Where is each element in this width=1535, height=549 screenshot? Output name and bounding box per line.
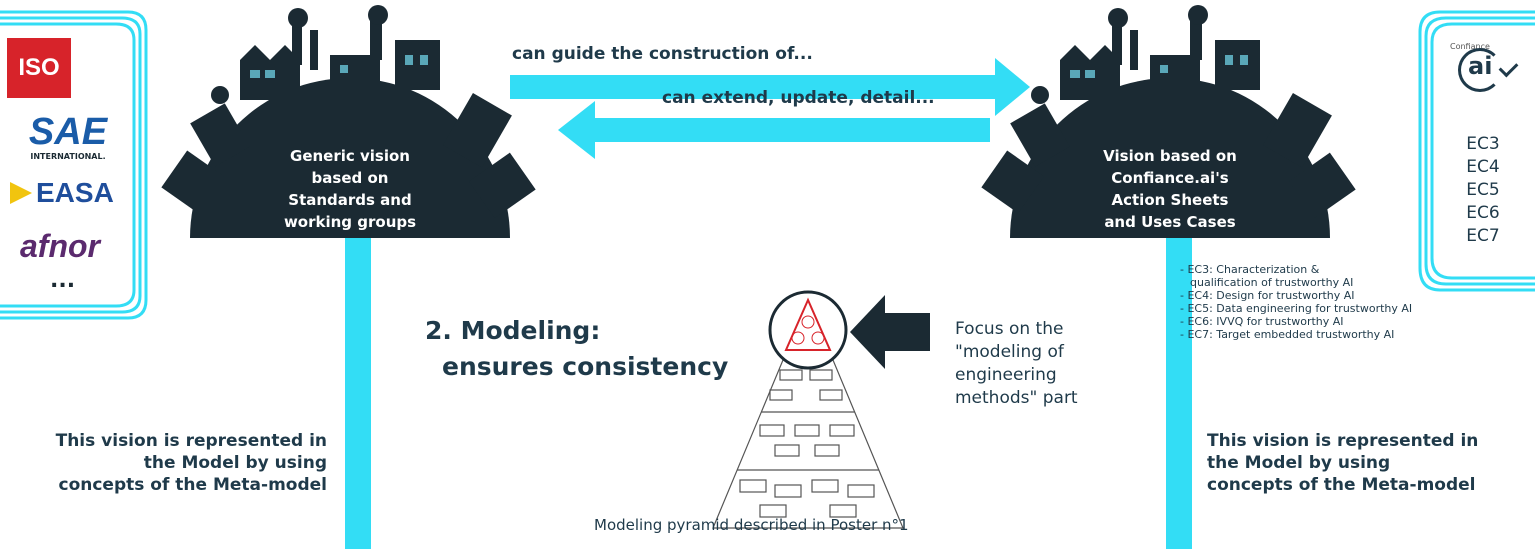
- ec-descriptions: - EC3: Characterization & qualification …: [1180, 263, 1412, 341]
- arrow-left-shape: [558, 101, 990, 159]
- left-vision-text: This vision is represented in the Model …: [5, 430, 327, 496]
- left-vision-line: the Model by using: [143, 453, 327, 473]
- ec-item: EC4: [1466, 157, 1500, 177]
- modeling-title-line1: 2. Modeling:: [425, 316, 601, 345]
- focus-text-line: Focus on the: [955, 319, 1064, 339]
- iso-logo-text: ISO: [18, 54, 60, 81]
- sae-logo-text: SAE: [28, 111, 108, 153]
- right-bubble-line: Vision based on: [1103, 147, 1237, 165]
- arrow-bottom-label: can extend, update, detail...: [662, 88, 935, 108]
- left-bubble-line: based on: [311, 169, 389, 187]
- ec-description-line: - EC4: Design for trustworthy AI: [1180, 289, 1355, 302]
- confiance-logo-main: ai: [1468, 52, 1493, 80]
- focus-text: Focus on the "modeling of engineering me…: [955, 318, 1078, 410]
- iso-logo: ISO: [7, 38, 71, 98]
- right-vertical-bar: [1166, 200, 1192, 549]
- ec-item: EC5: [1466, 180, 1500, 200]
- right-vision-line: concepts of the Meta-model: [1207, 475, 1476, 495]
- arrow-right-shape: [510, 58, 1030, 116]
- modeling-title-line2: ensures consistency: [442, 352, 729, 381]
- confiance-logo-ring-icon: [1458, 48, 1502, 92]
- right-bubble-line: and Uses Cases: [1104, 213, 1236, 231]
- ec-list: EC3 EC4 EC5 EC6 EC7: [1440, 133, 1526, 248]
- ec-description-line: - EC5: Data engineering for trustworthy …: [1180, 302, 1413, 315]
- easa-logo-text: EASA: [36, 177, 114, 208]
- pyramid-caption: Modeling pyramid described in Poster n°1: [594, 516, 909, 534]
- ec-description-line: - EC7: Target embedded trustworthy AI: [1180, 328, 1395, 341]
- ec-item: EC6: [1466, 203, 1500, 223]
- sae-logo: SAE INTERNATIONAL.: [18, 112, 118, 161]
- easa-flag-icon: [10, 182, 32, 204]
- ec-description-line: - EC6: IVVQ for trustworthy AI: [1180, 315, 1344, 328]
- sae-logo-sub: INTERNATIONAL.: [30, 152, 106, 161]
- ec-description-line: - EC3: Characterization &: [1180, 263, 1320, 276]
- afnor-logo: afnor: [20, 228, 100, 264]
- ec-item: EC3: [1466, 134, 1500, 154]
- easa-logo: EASA: [10, 175, 128, 211]
- right-vision-text: This vision is represented in the Model …: [1207, 430, 1529, 496]
- confiance-logo-small: Confiance: [1450, 42, 1490, 51]
- right-factory-dome: [981, 5, 1356, 238]
- left-vertical-bar: [345, 200, 371, 549]
- focus-text-line: engineering: [955, 365, 1057, 385]
- left-bubble-line: working groups: [283, 213, 417, 231]
- left-vision-line: concepts of the Meta-model: [58, 475, 328, 495]
- confiance-logo-check-icon: [1498, 57, 1519, 78]
- right-ec-frame: [1418, 10, 1535, 292]
- left-bubble-text: Generic vision based on Standards and wo…: [270, 145, 430, 233]
- modeling-title: 2. Modeling: ensures consistency: [425, 313, 728, 385]
- right-vision-line: the Model by using: [1207, 453, 1391, 473]
- pyramid-focus: [768, 290, 848, 370]
- focus-text-line: "modeling of: [955, 342, 1064, 362]
- arrow-top-label: can guide the construction of...: [512, 44, 813, 64]
- more-logos-ellipsis: ...: [50, 268, 76, 293]
- left-bubble-line: Generic vision: [290, 147, 410, 165]
- confiance-ai-logo: Confiance ai: [1448, 40, 1528, 110]
- right-vision-line: This vision is represented in: [1207, 431, 1479, 451]
- right-bubble-line: Confiance.ai's: [1111, 169, 1229, 187]
- ec-description-line: qualification of trustworthy AI: [1190, 276, 1354, 289]
- left-factory-dome: [161, 5, 536, 238]
- left-vision-line: This vision is represented in: [55, 431, 327, 451]
- ec-item: EC7: [1466, 226, 1500, 246]
- left-logo-frame: [0, 10, 148, 320]
- left-bubble-line: Standards and: [288, 191, 412, 209]
- right-bubble-line: Action Sheets: [1111, 191, 1229, 209]
- right-bubble-text: Vision based on Confiance.ai's Action Sh…: [1090, 145, 1250, 233]
- focus-text-line: methods" part: [955, 388, 1078, 408]
- focus-arrow: [850, 295, 930, 369]
